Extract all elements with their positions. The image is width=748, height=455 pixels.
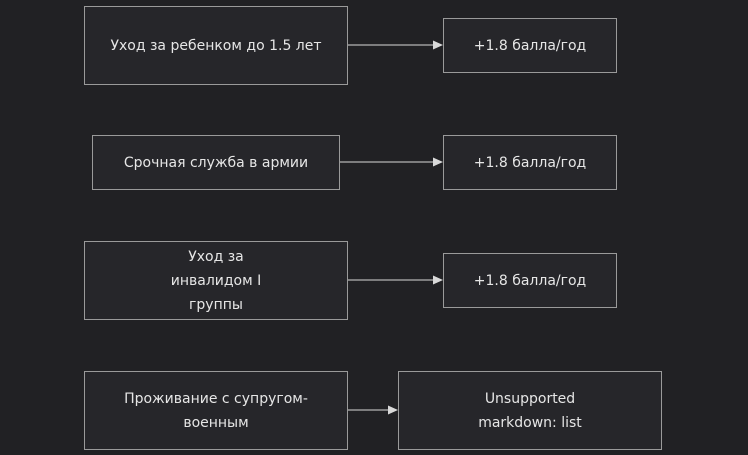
edge-3 bbox=[348, 275, 443, 285]
source-node-disabled-care: Уход за инвалидом I группы bbox=[84, 241, 348, 320]
target-node-label: +1.8 балла/год bbox=[473, 154, 587, 171]
source-node-label: Уход за ребенком до 1.5 лет bbox=[110, 37, 322, 54]
source-node-label: Уход за инвалидом I группы bbox=[170, 248, 262, 313]
target-node-label: Unsupported markdown: list bbox=[478, 390, 582, 431]
target-node-points: +1.8 балла/год bbox=[443, 253, 617, 308]
source-node-military-spouse: Проживание с супругом-военным bbox=[84, 371, 348, 450]
target-node-unsupported: Unsupported markdown: list bbox=[398, 371, 662, 450]
target-node-label: +1.8 балла/год bbox=[473, 272, 587, 289]
target-node-label: +1.8 балла/год bbox=[473, 37, 587, 54]
source-node-label: Проживание с супругом-военным bbox=[124, 390, 308, 431]
source-node-army-service: Срочная служба в армии bbox=[92, 135, 340, 190]
edge-1 bbox=[348, 40, 443, 50]
source-node-child-care: Уход за ребенком до 1.5 лет bbox=[84, 6, 348, 85]
source-node-label: Срочная служба в армии bbox=[123, 154, 309, 171]
edge-2 bbox=[340, 157, 443, 167]
target-node-points: +1.8 балла/год bbox=[443, 18, 617, 73]
edge-4 bbox=[348, 405, 398, 415]
target-node-points: +1.8 балла/год bbox=[443, 135, 617, 190]
